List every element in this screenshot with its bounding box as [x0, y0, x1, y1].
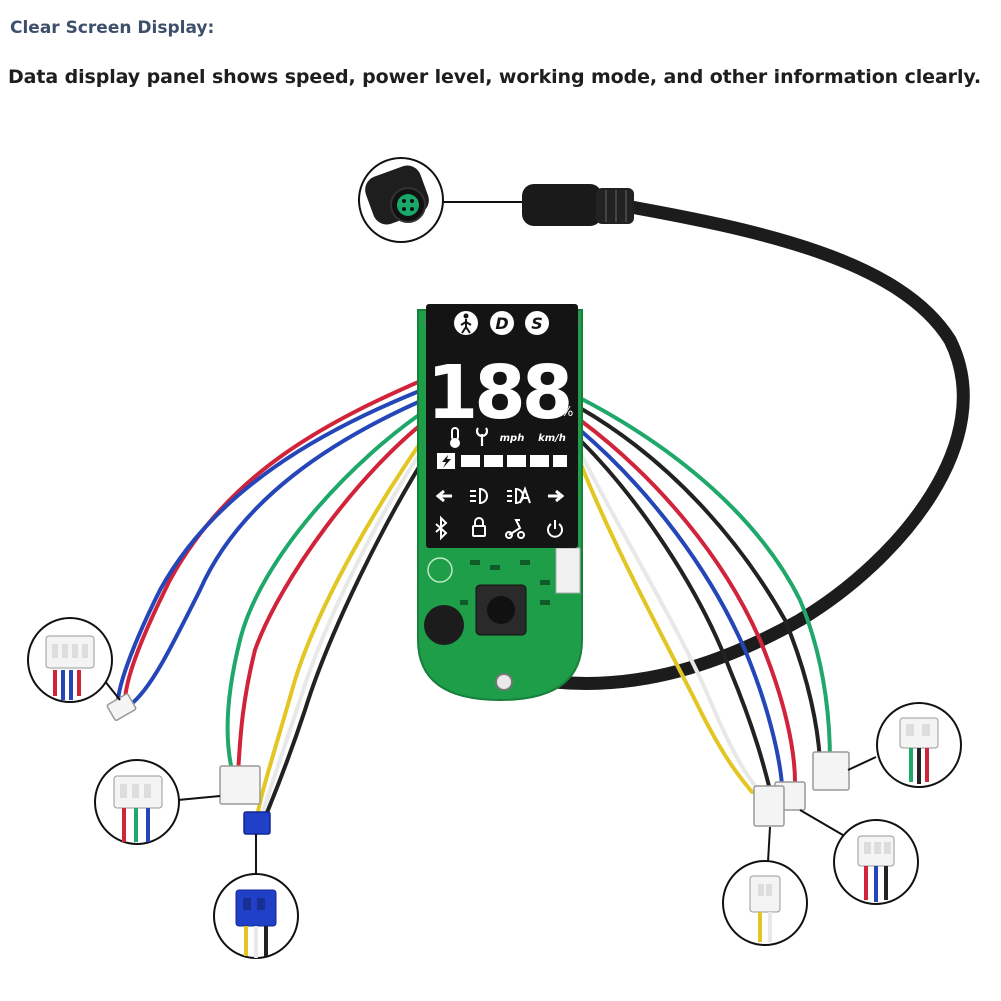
mode-d-label: D [495, 314, 508, 333]
scooter-icon [505, 519, 525, 539]
page-heading: Clear Screen Display: [10, 18, 215, 38]
bluetooth-icon [435, 515, 448, 541]
unit-kmh: km/h [538, 433, 566, 444]
thermometer-icon [450, 427, 460, 448]
lock-icon [472, 517, 486, 537]
lightning-icon [442, 455, 451, 468]
main-cable [548, 198, 970, 690]
right-connector-c [753, 785, 785, 827]
headlight-icon [470, 487, 488, 505]
lcd-display: D S 188 % mph km/h [426, 304, 578, 548]
battery-bar [437, 453, 567, 469]
page-description: Data display panel shows speed, power le… [8, 66, 982, 88]
auto-headlight-icon [507, 486, 531, 505]
right-connector-a [812, 751, 850, 791]
power-icon [547, 520, 563, 538]
main-connector [522, 184, 634, 226]
callout-left-3 [213, 873, 299, 959]
percent-symbol: % [561, 405, 573, 420]
callout-right-3 [722, 860, 808, 946]
callout-right-1 [876, 702, 962, 788]
mode-s-label: S [531, 314, 543, 333]
right-wire-bundle [578, 396, 832, 794]
callout-left-2 [94, 759, 180, 845]
left-wire-bundle [116, 374, 434, 817]
left-connector-white [219, 765, 261, 805]
left-connector-small [106, 693, 137, 721]
arrow-right-icon [548, 489, 565, 503]
speed-digits: 188 [427, 350, 569, 436]
callout-left-1 [27, 617, 113, 703]
connector-closeup [358, 157, 444, 243]
wrench-icon [475, 427, 489, 446]
callout-right-2 [833, 819, 919, 905]
callout-lines [103, 679, 877, 876]
left-connector-blue [243, 811, 271, 835]
unit-mph: mph [500, 433, 525, 444]
